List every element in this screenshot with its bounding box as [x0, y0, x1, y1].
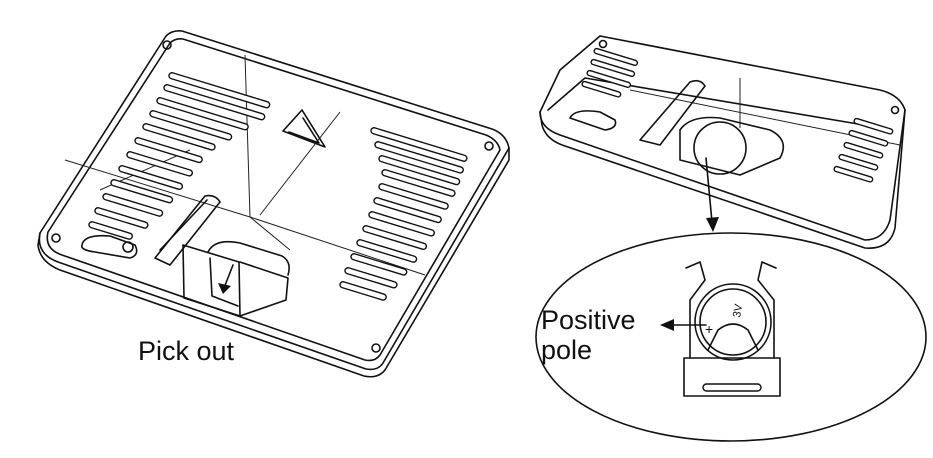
magnified-battery-view — [535, 232, 927, 442]
left-vent-slots — [88, 72, 271, 240]
plus-sign: + — [705, 321, 713, 337]
battery-marking: 3V — [731, 303, 745, 319]
pole-label: pole — [541, 335, 593, 365]
device-back-panel — [37, 30, 510, 378]
positive-label: Positive — [541, 305, 636, 335]
pick-out-label: Pick out — [138, 336, 235, 366]
device-edge-view — [539, 35, 906, 249]
right-vent-slots — [339, 127, 468, 301]
left-stand-and-battery-door — [80, 194, 290, 317]
